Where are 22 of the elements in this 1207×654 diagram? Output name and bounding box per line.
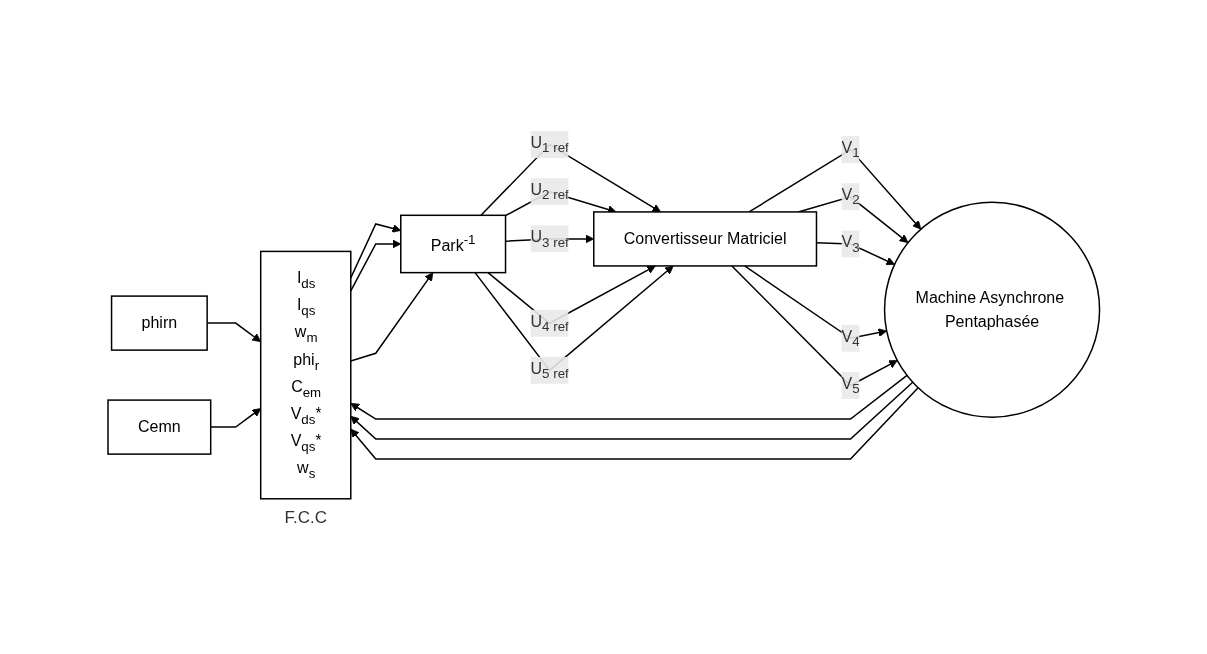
node-box: Convertisseur Matriciel: [592, 211, 817, 267]
edge-label: U$_{4 ref}$: [530, 312, 569, 334]
edge-label: U$_{2 ref}$: [530, 181, 569, 203]
arrow: [206, 322, 261, 343]
edge-label: V$_{1}$: [841, 139, 860, 161]
edge-label: V$_{5}$: [841, 375, 860, 397]
node-box: Cemn: [106, 399, 212, 455]
edge-label: V$_{3}$: [841, 233, 860, 255]
node-circle: Machine Asynchrone Pentaphasée: [883, 201, 1100, 419]
block-caption: F.C.C: [284, 507, 327, 527]
node-box: I$_{ds}$ I$_{qs}$ w$_{m}$ phi$_{r}$ C$_{em}$ V$_{ds}$* V$_{qs}$* w$_{s}$: [259, 250, 352, 500]
edge-label: U$_{5 ref}$: [530, 359, 569, 382]
node-box: phirn: [110, 295, 208, 351]
edge-label: V$_{2}$: [841, 186, 860, 208]
edge-label: V$_{4}$: [841, 327, 860, 350]
arrow: [743, 265, 887, 340]
arrow: [350, 374, 908, 420]
arrow: [350, 387, 919, 460]
edge-label: U$_{1 ref}$: [530, 134, 569, 156]
arrow: [350, 381, 914, 440]
node-box: Park$^{-1}$: [399, 214, 506, 274]
edge-label: U$_{3 ref}$: [530, 228, 569, 250]
